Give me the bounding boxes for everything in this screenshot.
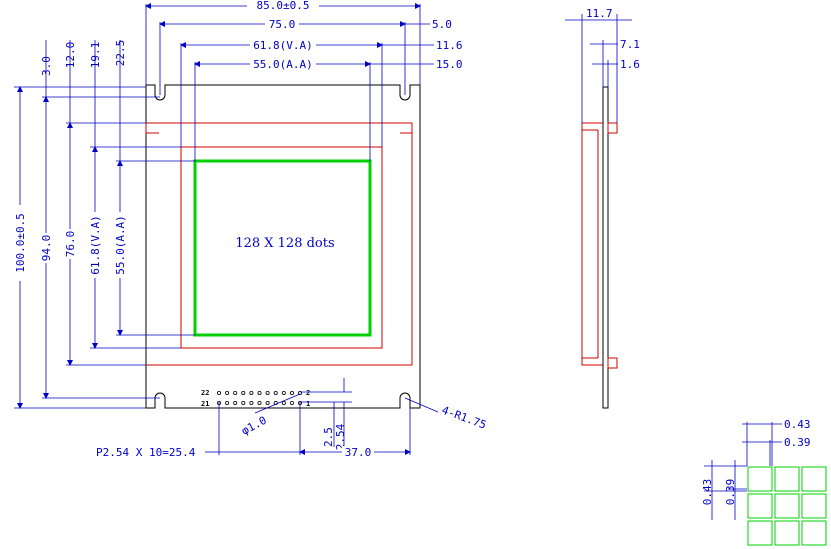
bezel-side-left (145, 123, 159, 134)
view-area-height-dim: 61.8(V.A) (89, 215, 102, 275)
pin-hole (257, 400, 262, 405)
pin-hole (249, 390, 254, 395)
front-view: 128 X 128 dots 85.0±0.5 75.0 5.0 (14, 0, 488, 459)
view-top-dim: 12.0 (64, 42, 77, 69)
dot-size-v-dim: 0.39 (724, 479, 737, 506)
top-dimensions: 85.0±0.5 75.0 5.0 61.8(V.A) 11.6 55.0(A.… (145, 0, 463, 161)
side-pcb (602, 86, 609, 409)
dots-label: 128 X 128 dots (235, 236, 334, 251)
total-thickness-dim: 11.7 (586, 7, 613, 20)
left-dimensions: 100.0±0.5 94.0 76.0 61.8(V.A) 55.0(A.A) … (14, 40, 195, 409)
pin-hole (241, 400, 246, 405)
pin-hole (233, 390, 238, 395)
hole-offset-dim: 5.0 (432, 18, 452, 31)
mount-hole-dim: 4-R1.75 (440, 404, 488, 432)
connector-offset-dim: 37.0 (345, 446, 372, 459)
lcd-dot (747, 466, 773, 492)
pin-hole (225, 400, 230, 405)
pin-pitch-v2-dim: 2.54 (334, 423, 347, 450)
hole-pitch-v-dim: 94.0 (40, 235, 53, 262)
dot-size-h-dim: 0.39 (784, 436, 811, 449)
view-area-offset-dim: 11.6 (436, 39, 463, 52)
hole-pitch-dim: 75.0 (269, 18, 296, 31)
pin-hole (249, 400, 254, 405)
pin-hole-dia-dim: φ1.0 (239, 414, 269, 438)
view-area-width-dim: 61.8(V.A) (253, 39, 313, 52)
lcd-dot (747, 493, 773, 519)
bezel-height-dim: 76.0 (64, 231, 77, 258)
pcb-thickness-dim: 1.6 (620, 58, 640, 71)
dot-pitch-v-dim: 0.43 (701, 479, 714, 506)
lcd-dot (747, 520, 773, 546)
pin-row-bottom (216, 400, 302, 405)
bezel-outline (146, 122, 413, 366)
pin-hole (281, 400, 286, 405)
lcd-dot (801, 520, 827, 546)
active-area-offset-dim: 15.0 (436, 58, 463, 71)
side-view: 11.7 7.1 1.6 (565, 7, 640, 409)
lcd-dot (801, 466, 827, 492)
lcd-dot (774, 493, 800, 519)
pin-hole (289, 400, 294, 405)
pin-hole (273, 390, 278, 395)
pin-22-label: 22 (201, 389, 209, 397)
overall-height-dim: 100.0±0.5 (14, 213, 27, 273)
viewing-area (180, 146, 383, 349)
dot-detail: 0.43 0.39 0.43 0.39 (701, 418, 827, 546)
pin-hole (289, 390, 294, 395)
pin-2-label: 2 (306, 389, 310, 397)
aa-top-dim: 22.5 (114, 40, 127, 67)
side-bezel (581, 122, 603, 366)
pin-hole (265, 390, 270, 395)
pin-hole (257, 390, 262, 395)
dot-pitch-h-dim: 0.43 (784, 418, 811, 431)
pin-1-label: 1 (306, 400, 310, 408)
pin-hole (281, 390, 286, 395)
pin-hole (216, 390, 221, 395)
pin-pitch-label: P2.54 X 10=25.4 (96, 446, 196, 459)
pcb-outline (145, 84, 421, 409)
pin-hole (225, 390, 230, 395)
active-area-height-dim: 55.0(A.A) (114, 215, 127, 275)
lcd-dot (774, 466, 800, 492)
pin-row-top (216, 390, 302, 395)
dot-grid (747, 466, 827, 546)
pin-hole (297, 390, 302, 395)
connector-pins: 22 21 2 1 2.5 2.54 φ1.0 4-R1.75 (96, 378, 488, 459)
lcd-dot (774, 520, 800, 546)
va-top-dim: 19.1 (89, 42, 102, 69)
pin-hole (265, 400, 270, 405)
active-area-width-dim: 55.0(A.A) (253, 58, 313, 71)
pin-21-label: 21 (201, 400, 209, 408)
top-hole-dim: 3.0 (40, 56, 53, 76)
active-area (193, 159, 372, 337)
pin-pitch-v1-dim: 2.5 (322, 427, 335, 447)
side-tab-top (607, 122, 618, 134)
module-thickness-dim: 7.1 (620, 38, 640, 51)
pin-hole (241, 390, 246, 395)
pin-hole (233, 400, 238, 405)
side-tab-bottom (607, 357, 618, 369)
lcd-dot (801, 493, 827, 519)
overall-width-dim: 85.0±0.5 (257, 0, 310, 12)
